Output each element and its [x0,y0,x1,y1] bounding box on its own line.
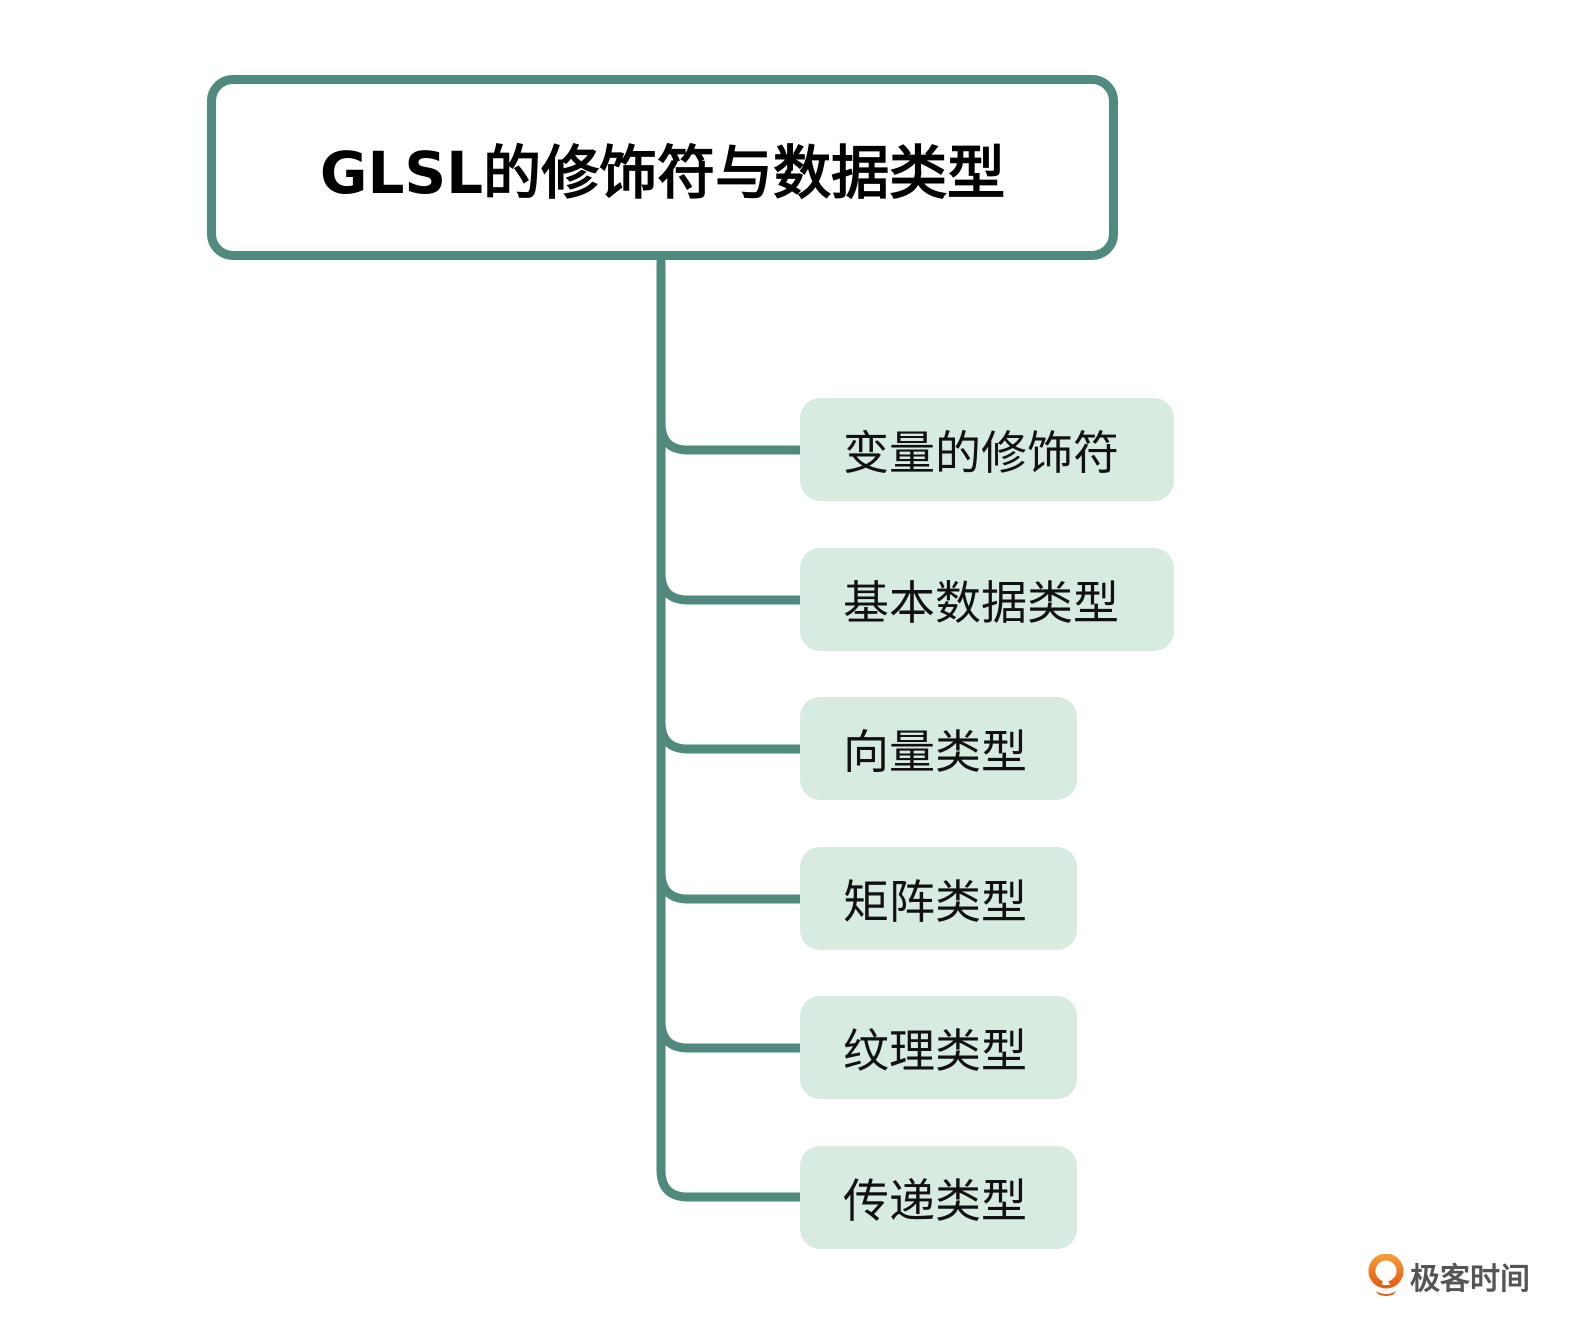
child-label: 传递类型 [843,1173,1027,1228]
trunk-line [656,257,805,1202]
child-label: 变量的修饰符 [843,425,1119,480]
child-label: 纹理类型 [843,1023,1027,1078]
child-node: 传递类型 [800,1146,1077,1249]
child-node: 变量的修饰符 [800,398,1174,501]
geektime-logo-icon [1368,1254,1404,1296]
branch-line [656,418,805,455]
root-title: GLSL的修饰符与数据类型 [319,138,1006,207]
branch-line [656,568,805,605]
child-node: 向量类型 [800,697,1077,800]
child-node: 纹理类型 [800,996,1077,1099]
geektime-logo: 极客时间 [1368,1254,1530,1298]
child-label: 向量类型 [843,724,1027,779]
root-node: GLSL的修饰符与数据类型 [207,75,1118,260]
branch-line [656,867,805,904]
child-label: 矩阵类型 [843,874,1027,929]
branch-line [656,717,805,754]
child-label: 基本数据类型 [843,575,1119,630]
branch-line [656,1016,805,1053]
child-node: 基本数据类型 [800,548,1174,651]
child-node: 矩阵类型 [800,847,1077,950]
logo-text: 极客时间 [1410,1262,1530,1297]
